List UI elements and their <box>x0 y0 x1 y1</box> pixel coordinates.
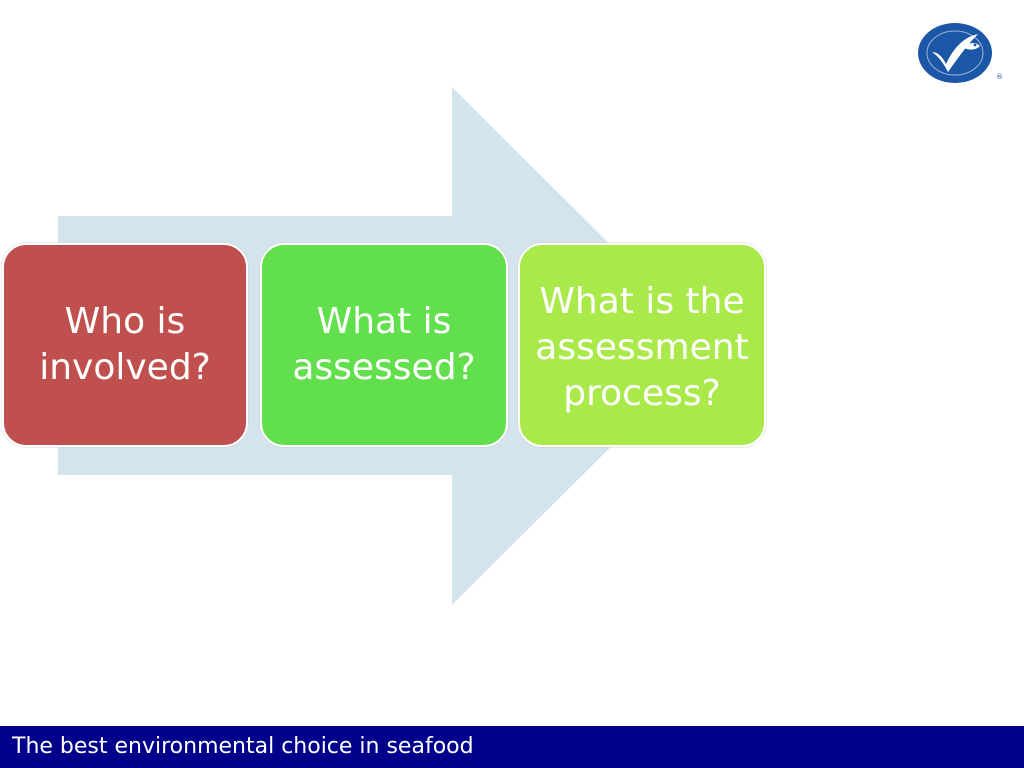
step-3-line-2: assessment <box>535 327 749 368</box>
step-3-line-1: What is the <box>539 281 745 322</box>
step-what-is-assessed: What is assessed? <box>260 243 508 447</box>
step-3-line-3: process? <box>563 373 721 414</box>
step-assessment-process: What is the assessment process? <box>518 243 766 447</box>
footer-tagline: The best environmental choice in seafood <box>12 734 474 759</box>
checkmark-fish-icon <box>932 34 978 72</box>
step-1-line-2: involved? <box>39 347 211 388</box>
step-2-line-1: What is <box>316 301 452 342</box>
step-1-line-1: Who is <box>64 301 186 342</box>
footer-bar: The best environmental choice in seafood <box>0 724 1024 768</box>
step-2-line-2: assessed? <box>292 347 476 388</box>
step-who-is-involved: Who is involved? <box>2 243 248 447</box>
logo-registered-mark: ® <box>996 73 1003 81</box>
msc-logo-icon: ® <box>918 23 1003 83</box>
